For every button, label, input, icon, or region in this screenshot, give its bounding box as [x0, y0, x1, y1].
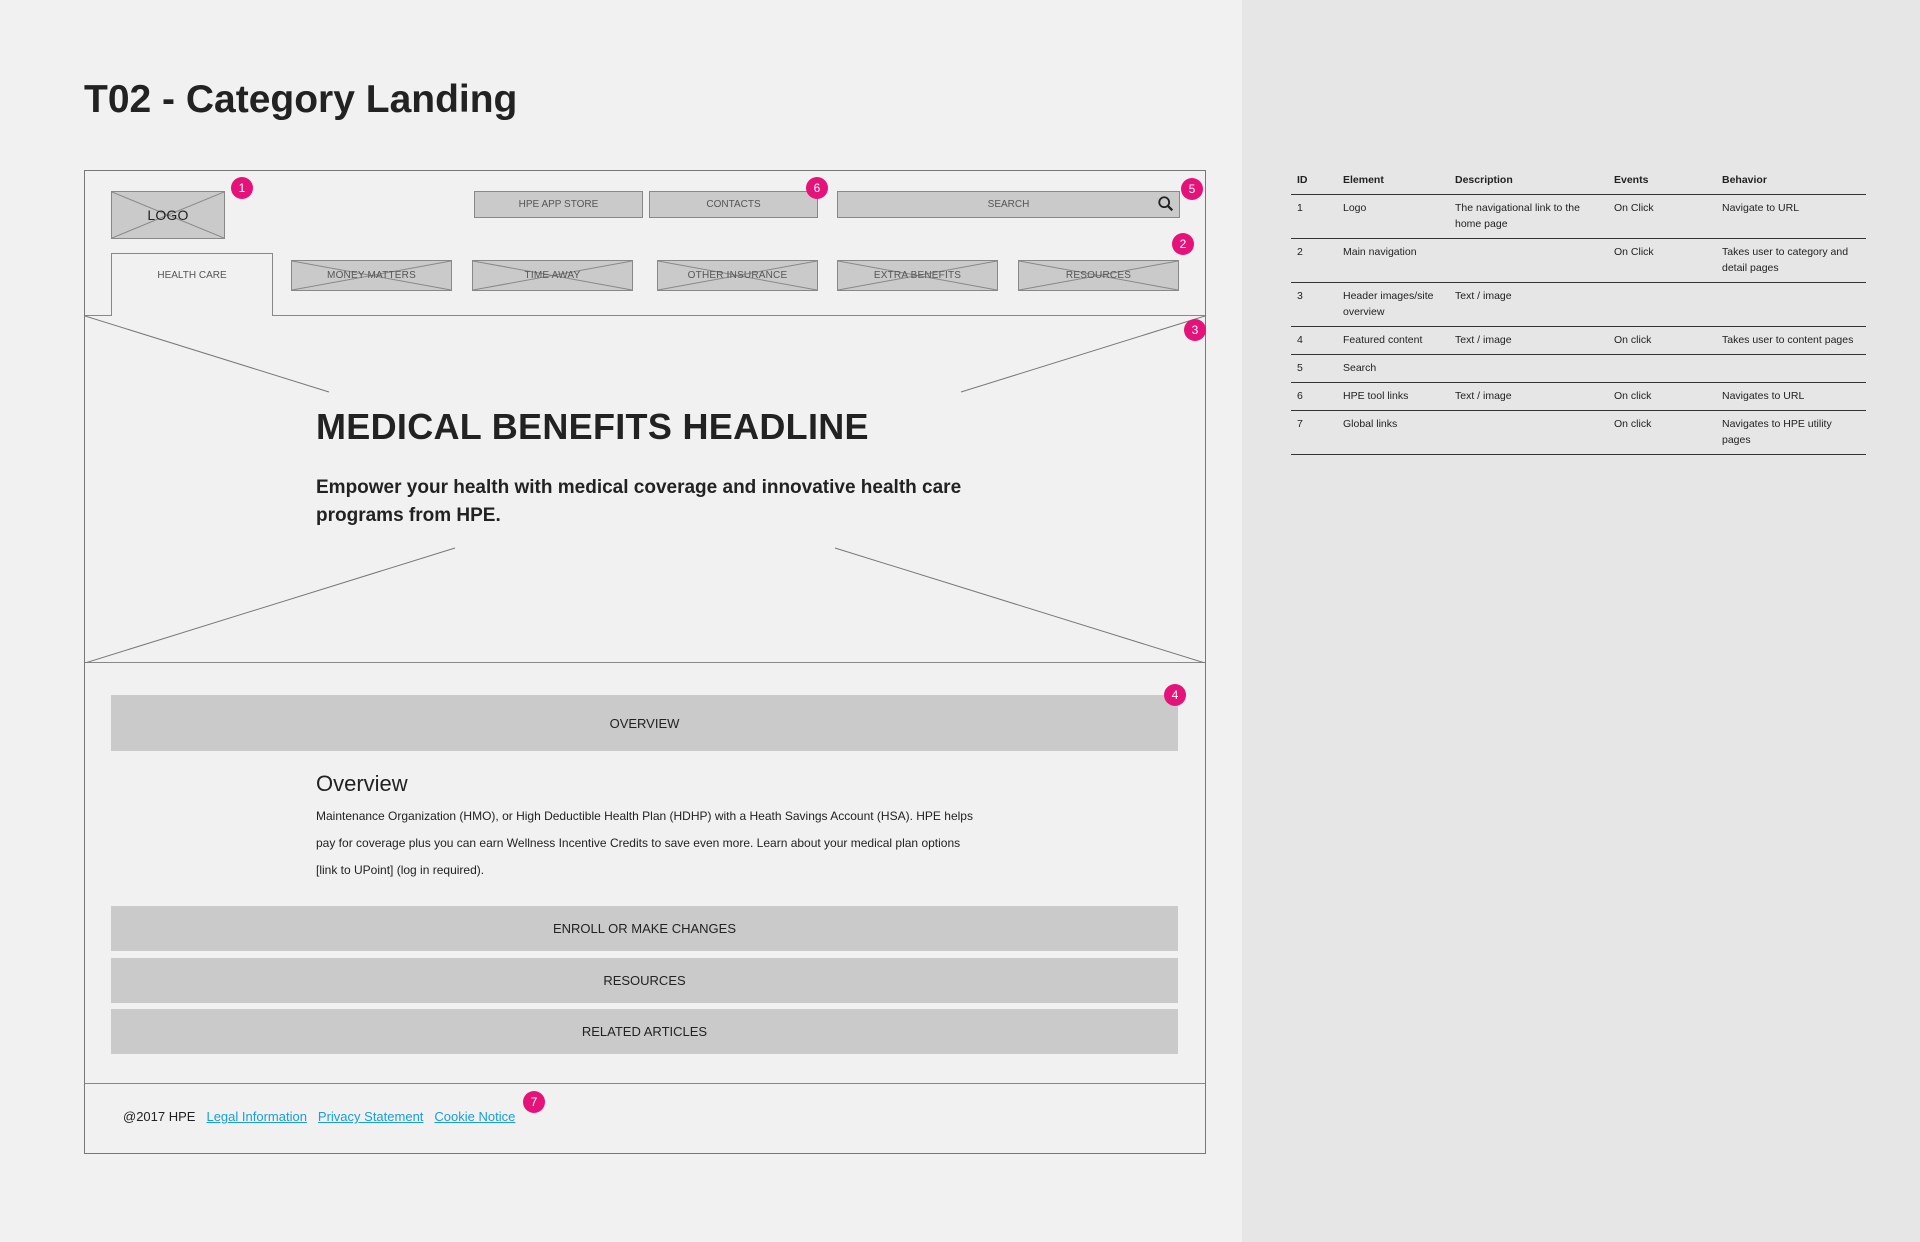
page-title: T02 - Category Landing	[84, 78, 518, 121]
app-store-link[interactable]: HPE APP STORE	[474, 191, 643, 218]
nav-label: MONEY MATTERS	[327, 270, 416, 281]
logo[interactable]: LOGO	[111, 191, 225, 239]
badge-1: 1	[231, 177, 253, 199]
spec-cell: 2	[1291, 238, 1337, 283]
spec-header-row: ID Element Description Events Behavior	[1291, 170, 1866, 195]
spec-table: ID Element Description Events Behavior 1…	[1291, 170, 1866, 455]
spec-cell: 6	[1291, 382, 1337, 411]
spec-cell: On Click	[1608, 238, 1716, 283]
spec-cell: On Click	[1608, 194, 1716, 239]
spec-cell	[1716, 354, 1866, 383]
accordion-resources[interactable]: RESOURCES	[111, 958, 1178, 1003]
spec-cell: Navigates to HPE utility pages	[1716, 410, 1866, 455]
spec-cell: Main navigation	[1337, 238, 1449, 283]
search-input[interactable]: SEARCH	[837, 191, 1180, 218]
nav-tab-health-care[interactable]: HEALTH CARE	[111, 253, 273, 316]
nav-label: OTHER INSURANCE	[687, 270, 788, 281]
spec-cell: Navigate to URL	[1716, 194, 1866, 239]
table-row: 2 Main navigation On Click Takes user to…	[1291, 238, 1866, 283]
nav-item-time-away[interactable]: TIME AWAY	[472, 260, 633, 291]
hero-subhead: Empower your health with medical coverag…	[316, 477, 962, 526]
spec-cell: 7	[1291, 410, 1337, 455]
nav-item-extra-benefits[interactable]: EXTRA BENEFITS	[837, 260, 998, 291]
badge-2: 2	[1172, 233, 1194, 255]
overview-title: Overview	[316, 771, 408, 796]
nav-item-resources[interactable]: RESOURCES	[1018, 260, 1179, 291]
spec-cell: Global links	[1337, 410, 1449, 455]
spec-cell: Header images/site overview	[1337, 282, 1449, 327]
footer-link-cookie[interactable]: Cookie Notice	[434, 1109, 516, 1124]
contacts-link[interactable]: CONTACTS	[649, 191, 818, 218]
spec-header: Behavior	[1716, 170, 1866, 195]
table-row: 5 Search	[1291, 354, 1866, 383]
accordion-related-articles[interactable]: RELATED ARTICLES	[111, 1009, 1178, 1054]
overview-bar[interactable]: OVERVIEW	[111, 695, 1178, 751]
spec-header: Element	[1337, 170, 1449, 195]
spec-cell: On click	[1608, 326, 1716, 355]
search-placeholder: SEARCH	[987, 199, 1030, 210]
nav-divider	[85, 315, 1205, 316]
copyright: @2017 HPE	[123, 1109, 196, 1124]
spec-cell: Takes user to content pages	[1716, 326, 1866, 355]
badge-5: 5	[1181, 178, 1203, 200]
nav-label: EXTRA BENEFITS	[873, 270, 962, 281]
table-row: 7 Global links On click Navigates to HPE…	[1291, 410, 1866, 455]
table-row: 3 Header images/site overview Text / ima…	[1291, 282, 1866, 327]
spec-cell: Navigates to URL	[1716, 382, 1866, 411]
nav-label: TIME AWAY	[524, 270, 581, 281]
spec-cell	[1608, 282, 1716, 327]
spec-header: ID	[1291, 170, 1337, 195]
spec-cell: Text / image	[1449, 282, 1608, 327]
spec-header: Events	[1608, 170, 1716, 195]
hero-image: MEDICAL BENEFITS HEADLINE Empower your h…	[85, 316, 1205, 663]
spec-cell	[1716, 282, 1866, 327]
footer: @2017 HPE Legal Information Privacy Stat…	[123, 1109, 515, 1124]
table-row: 4 Featured content Text / image On click…	[1291, 326, 1866, 355]
spec-cell: On click	[1608, 410, 1716, 455]
nav-item-money-matters[interactable]: MONEY MATTERS	[291, 260, 452, 291]
footer-link-privacy[interactable]: Privacy Statement	[317, 1109, 424, 1124]
spec-cell: 1	[1291, 194, 1337, 239]
spec-cell: Text / image	[1449, 382, 1608, 411]
spec-cell	[1608, 354, 1716, 383]
spec-cell: Featured content	[1337, 326, 1449, 355]
spec-cell: Logo	[1337, 194, 1449, 239]
search-icon[interactable]	[1157, 195, 1175, 213]
logo-label: LOGO	[147, 207, 189, 223]
spec-cell: Search	[1337, 354, 1449, 383]
badge-6: 6	[806, 177, 828, 199]
spec-cell	[1449, 354, 1608, 383]
spec-cell: On click	[1608, 382, 1716, 411]
hero-headline: MEDICAL BENEFITS HEADLINE	[316, 406, 869, 447]
spec-cell	[1449, 410, 1608, 455]
spec-cell: Takes user to category and detail pages	[1716, 238, 1866, 283]
footer-divider	[85, 1083, 1205, 1084]
wireframe-frame: LOGO HPE APP STORE CONTACTS SEARCH HEALT…	[84, 170, 1206, 1154]
spec-cell: The navigational link to the home page	[1449, 194, 1608, 239]
overview-body: Maintenance Organization (HMO), or High …	[316, 809, 973, 877]
spec-cell: 5	[1291, 354, 1337, 383]
badge-7: 7	[523, 1091, 545, 1113]
badge-4: 4	[1164, 684, 1186, 706]
spec-cell: HPE tool links	[1337, 382, 1449, 411]
table-row: 1 Logo The navigational link to the home…	[1291, 194, 1866, 239]
table-row: 6 HPE tool links Text / image On click N…	[1291, 382, 1866, 411]
nav-item-other-insurance[interactable]: OTHER INSURANCE	[657, 260, 818, 291]
nav-label: RESOURCES	[1065, 270, 1132, 281]
spec-cell: Text / image	[1449, 326, 1608, 355]
spec-header: Description	[1449, 170, 1608, 195]
badge-3: 3	[1184, 319, 1206, 341]
spec-cell	[1449, 238, 1608, 283]
footer-link-legal[interactable]: Legal Information	[206, 1109, 307, 1124]
accordion-enroll[interactable]: ENROLL OR MAKE CHANGES	[111, 906, 1178, 951]
spec-cell: 4	[1291, 326, 1337, 355]
spec-cell: 3	[1291, 282, 1337, 327]
